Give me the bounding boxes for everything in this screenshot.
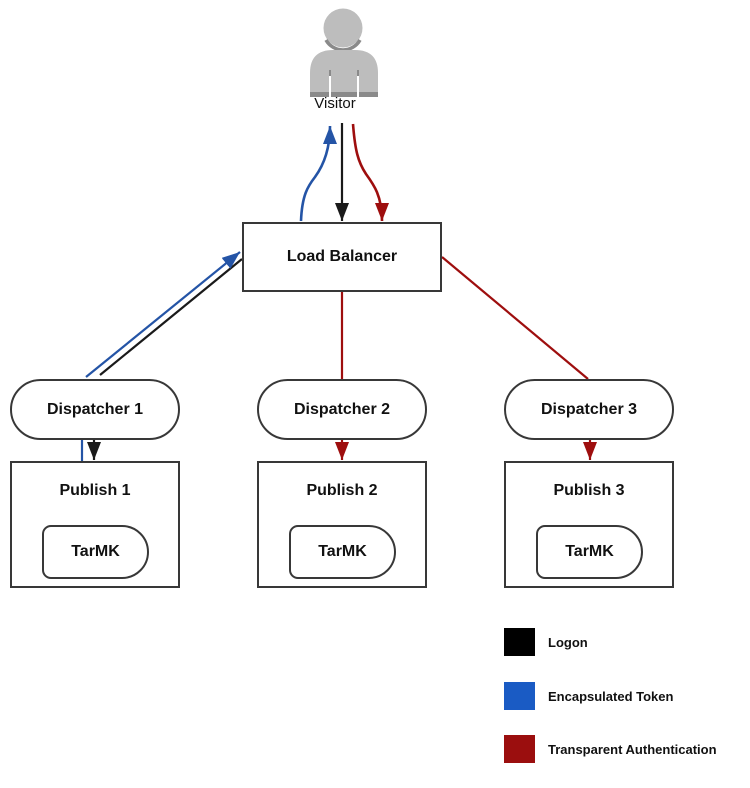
dispatcher-3-label: Dispatcher 3 xyxy=(540,400,638,418)
visitor-icon xyxy=(310,8,378,97)
legend-item-logon: Logon xyxy=(504,628,588,656)
dispatcher-1-label: Dispatcher 1 xyxy=(46,400,144,418)
legend-swatch-transparent-authentication xyxy=(504,735,535,763)
publish-2-label: Publish 2 xyxy=(306,482,378,499)
legend-item-encapsulated-token: Encapsulated Token xyxy=(504,682,673,710)
visitor-icon-body xyxy=(310,50,378,97)
publish-3-node: Publish 3 TarMK xyxy=(504,461,674,588)
publish-2-node: Publish 2 TarMK xyxy=(257,461,427,588)
legend-item-transparent-authentication: Transparent Authentication xyxy=(504,735,717,763)
publish-1-tarmk-shape: TarMK xyxy=(42,525,149,579)
visitor-label: Visitor xyxy=(314,95,356,112)
publish-1-label: Publish 1 xyxy=(59,482,131,499)
visitor-icon-arm-ticks xyxy=(329,70,359,76)
visitor-icon-head xyxy=(323,8,363,48)
legend-swatch-logon xyxy=(504,628,535,656)
load-balancer-label: Load Balancer xyxy=(286,248,398,265)
visitor-icon-arm-slits xyxy=(329,72,359,97)
publish-3-tarmk-label: TarMK xyxy=(565,543,614,560)
dispatcher-2-label: Dispatcher 2 xyxy=(293,400,391,418)
publish-3-tarmk-shape: TarMK xyxy=(536,525,643,579)
dispatcher-2-node: Dispatcher 2 xyxy=(257,379,427,440)
logon-line-load-balancer-to-dispatcher-1 xyxy=(99,258,243,376)
publish-1-tarmk-label: TarMK xyxy=(71,543,120,560)
legend-label-encapsulated-token: Encapsulated Token xyxy=(548,688,674,704)
dispatcher-3-node: Dispatcher 3 xyxy=(504,379,674,440)
legend-label-logon: Logon xyxy=(548,634,588,650)
visitor-icon-body-band xyxy=(310,92,378,97)
token-arrow-dispatcher-1-to-load-balancer xyxy=(85,251,241,378)
tauth-line-load-balancer-to-dispatcher-3 xyxy=(441,256,589,380)
tauth-arrow-visitor-to-load-balancer xyxy=(351,123,389,222)
publish-2-tarmk-shape: TarMK xyxy=(289,525,396,579)
legend-label-transparent-authentication: Transparent Authentication xyxy=(548,741,717,757)
load-balancer-node: Load Balancer xyxy=(242,222,442,292)
dispatcher-1-node: Dispatcher 1 xyxy=(10,379,180,440)
publish-3-label: Publish 3 xyxy=(553,482,625,499)
token-arrow-load-balancer-to-visitor xyxy=(299,125,337,222)
visitor-icon-neck-shadow xyxy=(324,39,362,52)
publish-2-tarmk-label: TarMK xyxy=(318,543,367,560)
publish-1-node: Publish 1 TarMK xyxy=(10,461,180,588)
legend-swatch-encapsulated-token xyxy=(504,682,535,710)
